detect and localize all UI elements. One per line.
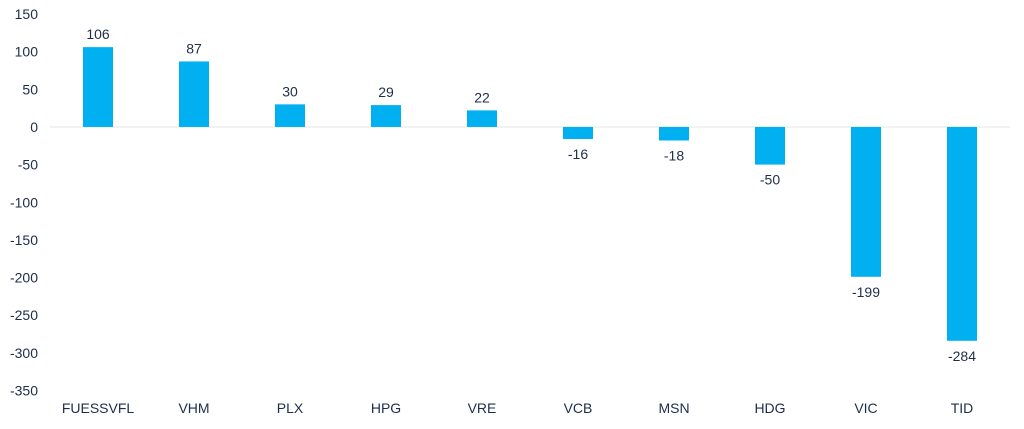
y-tick-label: -50 [18, 157, 38, 173]
data-label: -199 [852, 284, 880, 300]
bar-msn [659, 126, 689, 141]
bar-vcb [563, 126, 593, 139]
y-tick-label: -250 [10, 307, 38, 323]
y-tick-label: -350 [10, 383, 38, 399]
bar-hpg [371, 105, 401, 127]
data-label: 106 [86, 26, 110, 42]
y-tick-label: 100 [15, 44, 39, 60]
x-tick-label: FUESSVFL [62, 400, 135, 416]
y-tick-label: -300 [10, 345, 38, 361]
x-tick-label: VHM [178, 400, 209, 416]
data-label: -284 [948, 348, 976, 364]
bar-plx [275, 104, 305, 127]
x-tick-label: VCB [564, 400, 593, 416]
x-tick-label: VRE [468, 400, 497, 416]
data-label: 30 [282, 83, 298, 99]
y-tick-label: -100 [10, 194, 38, 210]
x-tick-label: MSN [658, 400, 689, 416]
bar-tid [947, 126, 977, 341]
x-tick-label: VIC [854, 400, 877, 416]
y-tick-label: 50 [22, 81, 38, 97]
data-label: -16 [568, 146, 588, 162]
y-tick-label: 150 [15, 6, 39, 22]
data-label: -18 [664, 148, 684, 164]
data-label: -50 [760, 172, 780, 188]
x-tick-label: HPG [371, 400, 401, 416]
y-tick-label: 0 [30, 119, 38, 135]
bar-vhm [179, 61, 209, 127]
x-tick-label: TID [951, 400, 974, 416]
x-tick-label: PLX [277, 400, 304, 416]
bar-vre [467, 110, 497, 127]
data-label: 22 [474, 89, 490, 105]
data-label: 29 [378, 84, 394, 100]
x-tick-label: HDG [754, 400, 785, 416]
bar-fuessvfl [83, 47, 113, 127]
bar-vic [851, 126, 881, 277]
y-tick-label: -200 [10, 270, 38, 286]
data-label: 87 [186, 40, 202, 56]
bar-hdg [755, 126, 785, 165]
y-tick-label: -150 [10, 232, 38, 248]
